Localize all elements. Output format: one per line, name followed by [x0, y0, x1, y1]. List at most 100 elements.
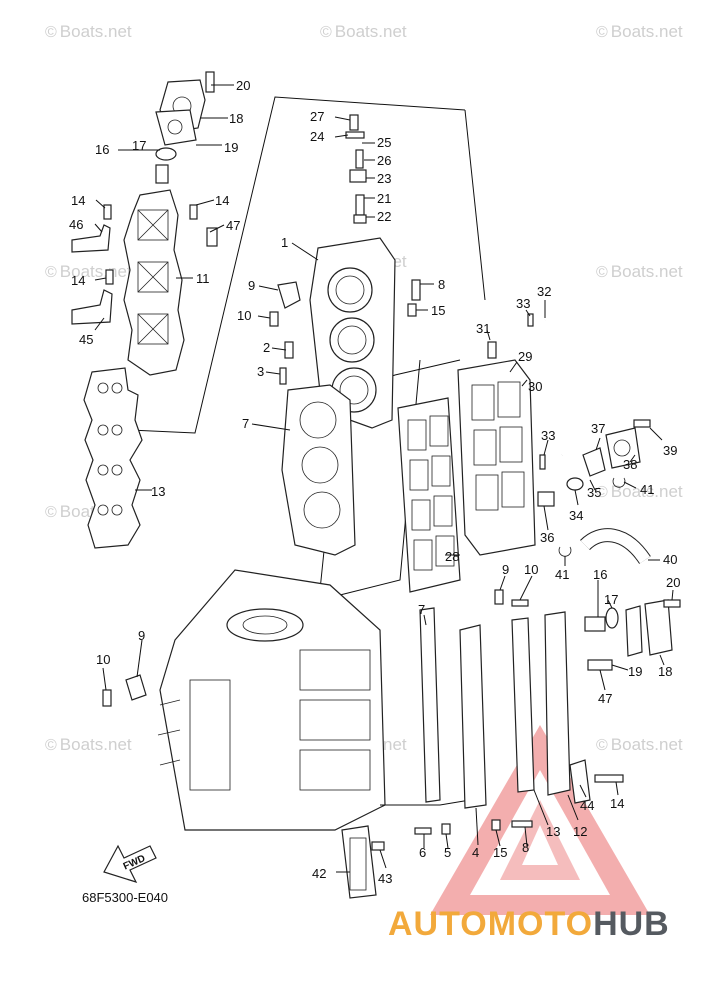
- callout: 15: [493, 845, 507, 860]
- callout: 40: [663, 552, 677, 567]
- thermostat-17-right: [605, 607, 619, 629]
- bracket-9-right: [494, 589, 504, 605]
- bolt-10-lower: [102, 689, 112, 707]
- callout: 18: [229, 111, 243, 126]
- watermark: ©Boats.net: [596, 735, 683, 754]
- thermostat-17: [155, 147, 177, 161]
- watermark: ©Boats.net: [45, 735, 132, 754]
- callout: 19: [224, 140, 238, 155]
- callout: 18: [658, 664, 672, 679]
- bolt-31: [487, 341, 497, 359]
- head-cover-ribs: [471, 381, 525, 511]
- gasket-19-right: [625, 605, 643, 657]
- hose-32-inner: [544, 317, 584, 456]
- callout: 10: [237, 308, 251, 323]
- bolt-3: [279, 367, 287, 385]
- callout: 28: [445, 549, 459, 564]
- callout: 3: [257, 364, 264, 379]
- exhaust-cover-12: [544, 611, 571, 796]
- callout: 19: [628, 664, 642, 679]
- callout: 41: [555, 567, 569, 582]
- callout: 20: [666, 575, 680, 590]
- callout: 30: [528, 379, 542, 394]
- callout: 37: [591, 421, 605, 436]
- callout: 7: [418, 602, 425, 617]
- joint-36: [537, 491, 555, 507]
- head-group-outline: [464, 109, 486, 301]
- bracket-44: [569, 759, 591, 804]
- callout: 15: [431, 303, 445, 318]
- callout: 43: [378, 871, 392, 886]
- leader: [380, 799, 471, 806]
- gasket-37: [582, 447, 606, 477]
- callout: 25: [377, 135, 391, 150]
- gasket-28-grid: [407, 415, 455, 571]
- watermark: ©Boats.net: [320, 22, 407, 41]
- exhaust-plate-13: [511, 617, 535, 793]
- sensor-47-right: [587, 659, 613, 671]
- svg-text:FWD: FWD: [122, 853, 147, 872]
- callout: 47: [598, 691, 612, 706]
- thermostat-16: [155, 164, 169, 184]
- callout: 8: [438, 277, 445, 292]
- callout: 36: [540, 530, 554, 545]
- callout: 13: [151, 484, 165, 499]
- bolt-43: [371, 841, 385, 851]
- callout: 16: [95, 142, 109, 157]
- callout: 14: [71, 193, 85, 208]
- callout: 41: [640, 482, 654, 497]
- callout-labels: 1 2 3 4 5 6 7 7 8 8 9 9 9 10 10 10 11 12…: [69, 78, 680, 886]
- callout-leaders: [94, 84, 674, 873]
- head-group-outline: [129, 96, 466, 434]
- callout: 4: [472, 845, 479, 860]
- gasket-19: [155, 109, 197, 146]
- callout: 17: [604, 592, 618, 607]
- callout: 24: [310, 129, 324, 144]
- outer-cover-4: [459, 624, 487, 809]
- callout: 26: [377, 153, 391, 168]
- watermark: ©Boats.net: [596, 482, 683, 501]
- collar-15: [491, 819, 501, 831]
- callout: 22: [377, 209, 391, 224]
- callout: 33: [541, 428, 555, 443]
- watermark: ©Boats.net: [45, 22, 132, 41]
- callout: 20: [236, 78, 250, 93]
- bracket-46: [71, 224, 111, 253]
- bolt-10-right: [511, 599, 529, 607]
- head-gasket-7: [281, 384, 356, 556]
- callout: 46: [69, 217, 83, 232]
- callout: 6: [419, 845, 426, 860]
- exhaust-cover-11: [123, 189, 185, 376]
- sensor-2: [284, 341, 294, 359]
- grommet-5: [441, 823, 451, 835]
- callout: 14: [71, 273, 85, 288]
- callout: 32: [537, 284, 551, 299]
- thermostat-16-right: [584, 616, 606, 632]
- callout: 17: [132, 138, 146, 153]
- callout: 38: [623, 457, 637, 472]
- callout: 16: [593, 567, 607, 582]
- callout: 12: [573, 824, 587, 839]
- exhaust-cover-ribs: [137, 209, 169, 345]
- callout: 31: [476, 321, 490, 336]
- bolt-15: [407, 303, 417, 317]
- hose-40-inner: [580, 529, 650, 564]
- callout: 45: [79, 332, 93, 347]
- diagram-code: 68F5300-E040: [82, 890, 169, 905]
- bolt-10: [269, 311, 279, 327]
- bolts: [103, 71, 218, 285]
- callout: 21: [377, 191, 391, 206]
- cover-18-right: [644, 599, 673, 656]
- gasket-13: [83, 367, 143, 549]
- callout: 33: [516, 296, 530, 311]
- watermark: ©Boats.net: [596, 22, 683, 41]
- callout: 9: [138, 628, 145, 643]
- callout: 11: [196, 271, 210, 286]
- callout: 2: [263, 340, 270, 355]
- watermark: ©Boats.net: [596, 262, 683, 281]
- callout: 29: [518, 349, 532, 364]
- callout: 9: [248, 278, 255, 293]
- callout: 42: [312, 866, 326, 881]
- callout: 27: [310, 109, 324, 124]
